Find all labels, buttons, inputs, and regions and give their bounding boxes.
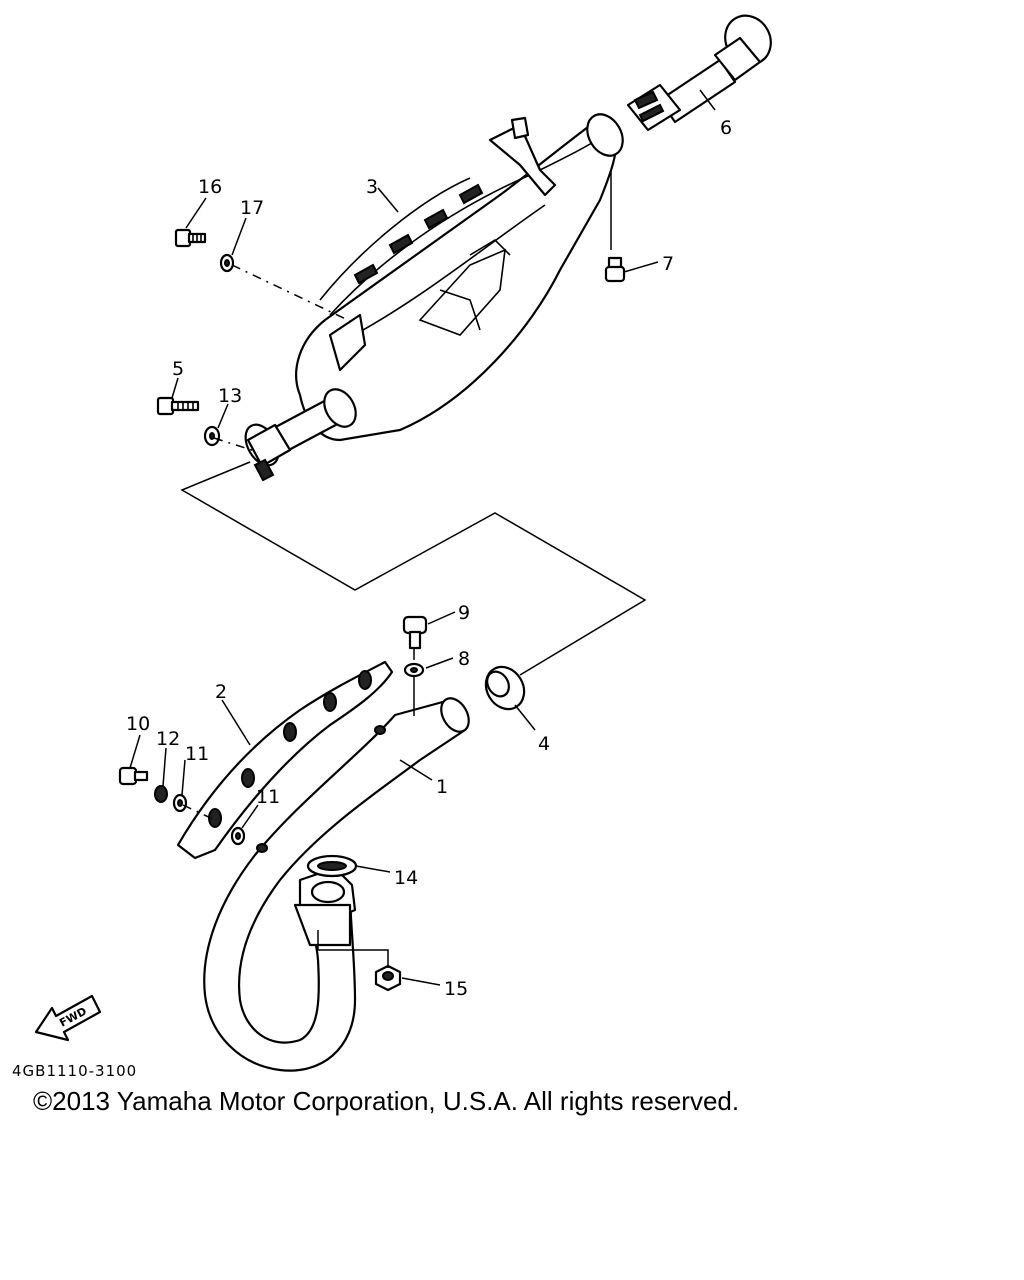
bolt-9: [402, 615, 428, 650]
drawing-code: 4GB1110-3100: [12, 1062, 138, 1080]
callout-12: 12: [156, 728, 180, 750]
exhaust-pipe: [203, 697, 470, 1072]
copyright-notice: ©2013 Yamaha Motor Corporation, U.S.A. A…: [33, 1086, 740, 1116]
bolt-16: [174, 228, 207, 248]
callout-2: 2: [215, 681, 227, 703]
callout-11-lower: 11: [256, 786, 280, 808]
callout-7: 7: [662, 253, 674, 275]
bolt-10: [118, 766, 149, 786]
gasket-14: [306, 854, 358, 878]
callout-9: 9: [458, 602, 470, 624]
callout-3: 3: [366, 176, 378, 198]
callout-17: 17: [240, 197, 264, 219]
callout-4: 4: [538, 733, 550, 755]
callout-15: 15: [444, 978, 468, 1000]
fwd-arrow-icon: FWD: [34, 994, 102, 1042]
callout-8: 8: [458, 648, 470, 670]
silencer-end: [626, 14, 772, 132]
nut-15: [374, 964, 402, 992]
callout-13: 13: [218, 385, 242, 407]
callout-5: 5: [172, 358, 184, 380]
callout-6: 6: [720, 117, 732, 139]
callout-1: 1: [436, 776, 448, 798]
muffler: [244, 113, 624, 482]
heat-protector: [176, 660, 394, 860]
callout-16: 16: [198, 176, 222, 198]
bolt-7: [604, 256, 626, 283]
nut-12: [154, 785, 168, 803]
gasket-4: [484, 665, 526, 711]
callout-10: 10: [126, 713, 150, 735]
bolt-5: [156, 396, 200, 416]
callout-11-upper: 11: [185, 743, 209, 765]
callout-14: 14: [394, 867, 418, 889]
